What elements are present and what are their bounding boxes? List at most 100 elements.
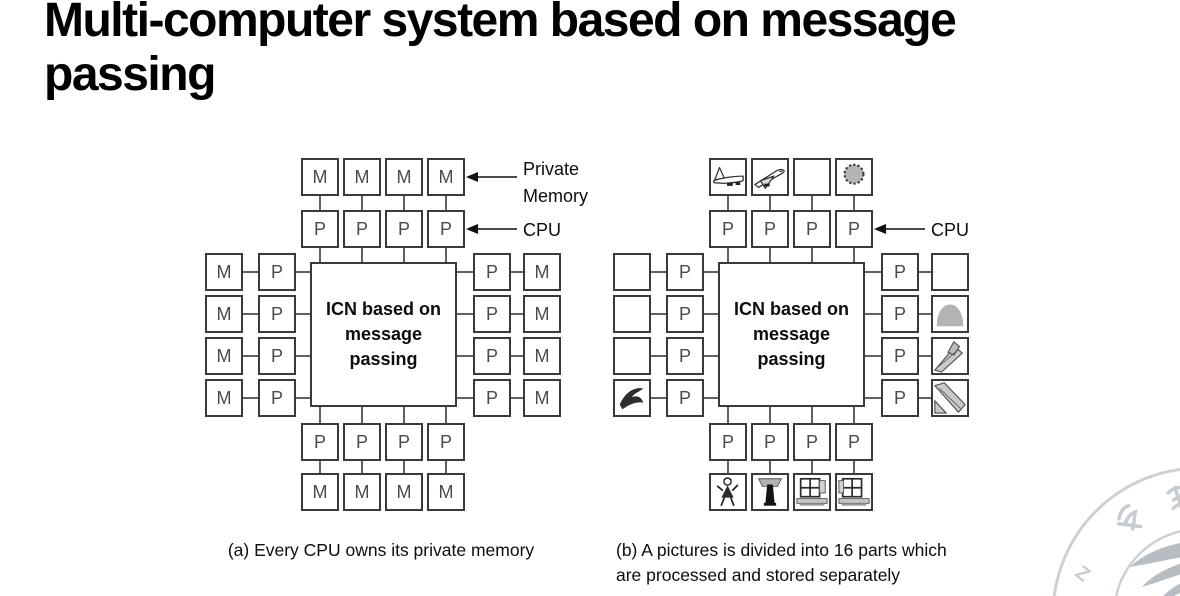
empty-picture-box bbox=[613, 295, 651, 333]
empty-picture-box bbox=[931, 253, 969, 291]
road-piece-icon bbox=[933, 340, 964, 373]
picture-box-monument bbox=[751, 473, 789, 511]
cpu-box: P bbox=[473, 379, 511, 417]
bird-icon bbox=[619, 388, 644, 410]
caption-b: (b) A pictures is divided into 16 parts … bbox=[616, 538, 1016, 589]
cpu-box: P bbox=[666, 295, 704, 333]
calligraphy-ring-text bbox=[1116, 485, 1180, 531]
cpu-box: P bbox=[881, 253, 919, 291]
title-line-1: Multi-computer system based on message bbox=[44, 0, 957, 47]
memory-box: M bbox=[205, 295, 243, 333]
cpu-box: P bbox=[881, 337, 919, 375]
picture-box-road bbox=[931, 379, 969, 417]
cpu-box: P bbox=[793, 210, 831, 248]
private-memory-label: Private Memory bbox=[523, 159, 589, 206]
picture-box-sun bbox=[835, 158, 873, 196]
title-line-2: passing bbox=[44, 48, 216, 102]
icn-label: ICN based on message passing bbox=[733, 298, 849, 370]
memory-box: M bbox=[385, 473, 423, 511]
empty-picture-box bbox=[613, 337, 651, 375]
diagram-b: P P P P P P P P ICN based on message pas… bbox=[593, 150, 1013, 596]
road-piece-icon bbox=[933, 382, 966, 414]
cpu-box: P bbox=[258, 253, 296, 291]
cpu-box: P bbox=[666, 337, 704, 375]
picture-col-left bbox=[613, 253, 651, 417]
cpu-box: P bbox=[666, 253, 704, 291]
memory-box: M bbox=[427, 473, 465, 511]
girl-icon bbox=[716, 477, 739, 507]
cpu-col-left: P P P P bbox=[258, 253, 296, 417]
empty-picture-box bbox=[793, 158, 831, 196]
cpu-row-top: P P P P bbox=[709, 210, 873, 248]
cpu-box: P bbox=[343, 210, 381, 248]
cpu-row-bottom: P P P P bbox=[709, 423, 873, 461]
memory-box: M bbox=[205, 253, 243, 291]
memory-box: M bbox=[523, 295, 561, 333]
memory-box: M bbox=[523, 253, 561, 291]
picture-col-right bbox=[931, 253, 969, 417]
cpu-label-b: CPU bbox=[931, 220, 970, 240]
memory-box: M bbox=[205, 379, 243, 417]
picture-box-window bbox=[793, 473, 831, 511]
cpu-box: P bbox=[427, 423, 465, 461]
picture-row-top bbox=[709, 158, 873, 196]
icn-box-b: ICN based on message passing bbox=[718, 262, 865, 407]
cpu-box: P bbox=[881, 379, 919, 417]
memory-col-right: M M M M bbox=[523, 253, 561, 417]
cpu-row-bottom: P P P P bbox=[301, 423, 465, 461]
airplane-nose-icon bbox=[754, 168, 785, 189]
caption-a: (a) Every CPU owns its private memory bbox=[227, 540, 535, 560]
cpu-box: P bbox=[427, 210, 465, 248]
cpu-box: P bbox=[258, 295, 296, 333]
cpu-box: P bbox=[473, 337, 511, 375]
memory-row-top: M M M M bbox=[301, 158, 465, 196]
airplane-tail-icon bbox=[713, 166, 744, 186]
memory-box: M bbox=[343, 158, 381, 196]
monument-icon bbox=[757, 478, 783, 506]
memory-box: M bbox=[427, 158, 465, 196]
cpu-arrow-a bbox=[466, 224, 517, 234]
cpu-box: P bbox=[258, 379, 296, 417]
memory-box: M bbox=[205, 337, 243, 375]
memory-col-left: M M M M bbox=[205, 253, 243, 417]
cpu-box: P bbox=[881, 295, 919, 333]
memory-box: M bbox=[343, 473, 381, 511]
icn-box-a: ICN based on message passing bbox=[310, 262, 457, 407]
cpu-box: P bbox=[473, 295, 511, 333]
picture-row-bottom bbox=[709, 473, 873, 511]
picture-box-road bbox=[931, 337, 969, 375]
private-memory-arrow bbox=[466, 172, 517, 182]
cpu-arrow-b bbox=[874, 224, 925, 234]
window-fragment-icon bbox=[838, 477, 870, 506]
diagram-a-connectors bbox=[243, 172, 523, 473]
icn-label: ICN based on message passing bbox=[325, 298, 441, 370]
sun-icon bbox=[843, 163, 865, 185]
memory-row-bottom: M M M M bbox=[301, 473, 465, 511]
picture-box-airplane-tail bbox=[709, 158, 747, 196]
picture-box-airplane-nose bbox=[751, 158, 789, 196]
ring-letter: Z bbox=[1071, 562, 1094, 587]
eagle-emblem-icon bbox=[1130, 543, 1180, 596]
cpu-box: P bbox=[835, 210, 873, 248]
cpu-box: P bbox=[793, 423, 831, 461]
memory-box: M bbox=[385, 158, 423, 196]
memory-box: M bbox=[301, 158, 339, 196]
picture-box-window bbox=[835, 473, 873, 511]
cpu-box: P bbox=[709, 423, 747, 461]
cpu-col-left: P P P P bbox=[666, 253, 704, 417]
cpu-box: P bbox=[258, 337, 296, 375]
cpu-box: P bbox=[709, 210, 747, 248]
diagram-b-connectors bbox=[651, 196, 931, 473]
memory-box: M bbox=[523, 379, 561, 417]
caption-b-line-1: (b) A pictures is divided into 16 parts … bbox=[616, 540, 947, 560]
cpu-box: P bbox=[751, 210, 789, 248]
zhejiang-university-watermark: Z bbox=[1052, 467, 1180, 596]
cpu-box: P bbox=[301, 423, 339, 461]
cpu-box: P bbox=[301, 210, 339, 248]
cpu-box: P bbox=[385, 210, 423, 248]
cpu-box: P bbox=[473, 253, 511, 291]
cpu-box: P bbox=[343, 423, 381, 461]
cpu-col-right: P P P P bbox=[473, 253, 511, 417]
